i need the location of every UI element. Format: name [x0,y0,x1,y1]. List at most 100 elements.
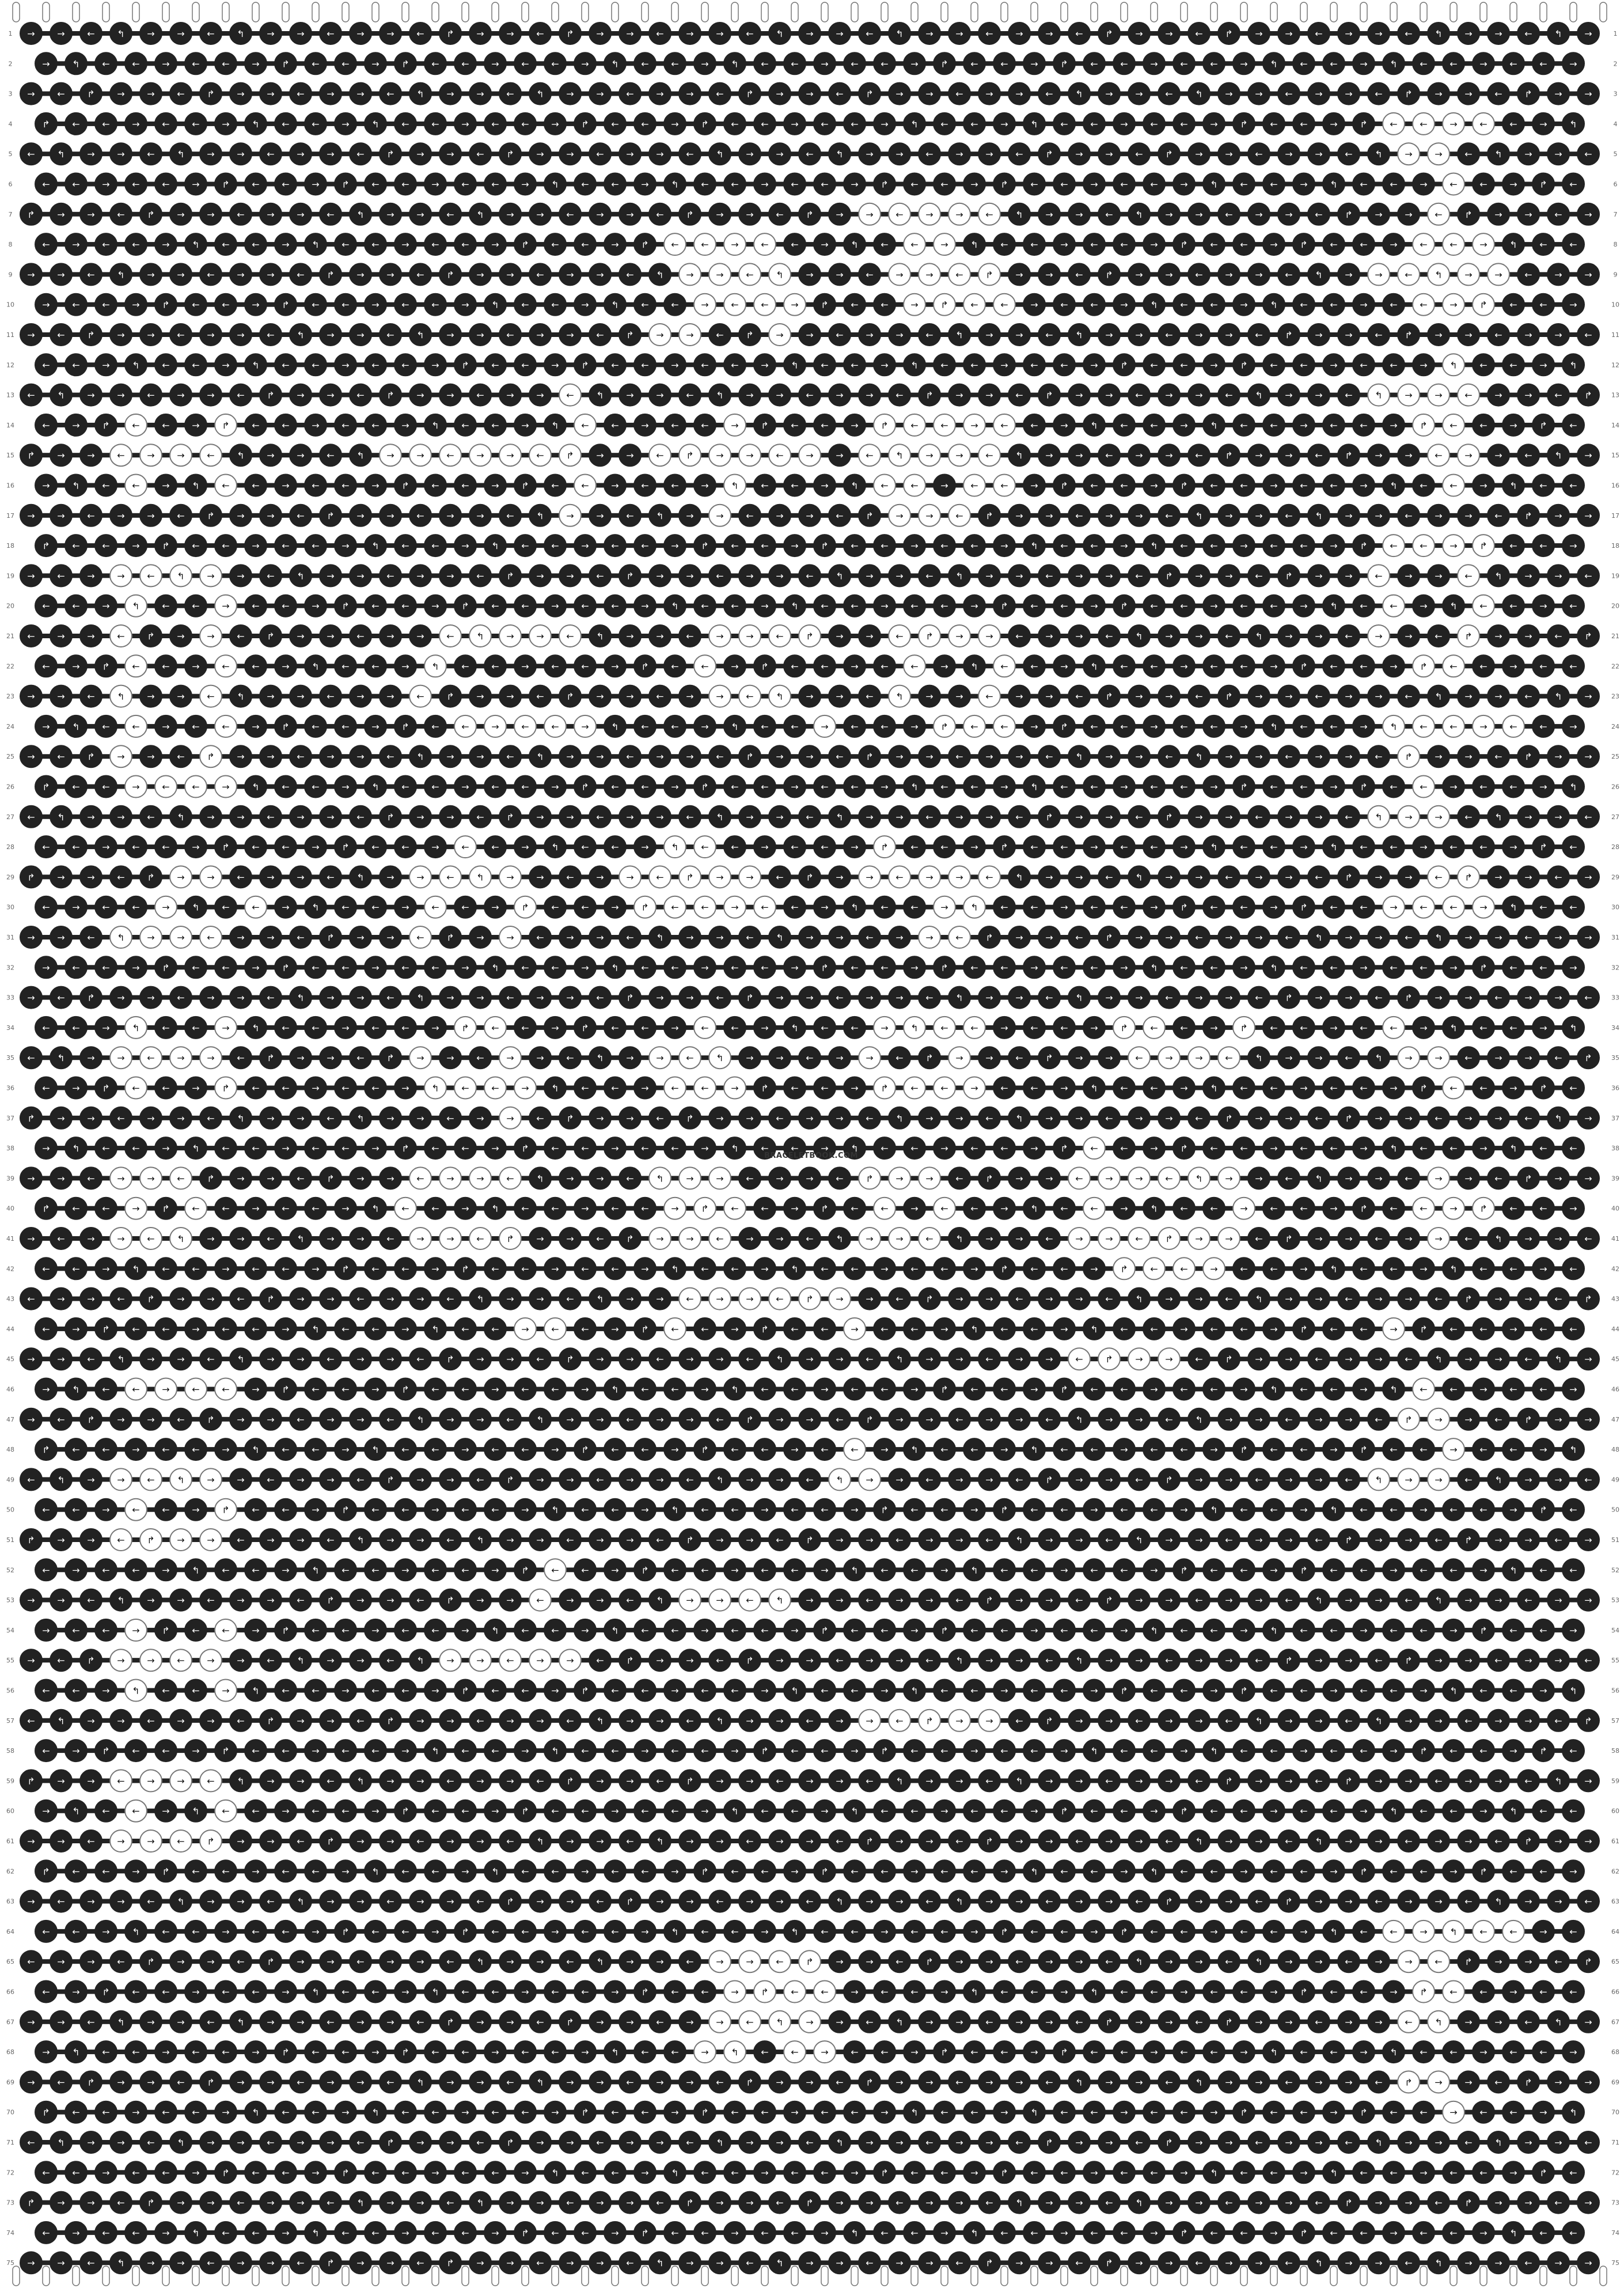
knot: → [169,263,192,286]
knot-arrow: → [446,1233,454,1244]
knot-arrow: ↱ [1105,691,1113,702]
knot-arrow: → [1105,993,1113,1003]
thread-top [431,2,439,22]
knot-arrow: → [970,420,978,431]
knot: → [169,1046,192,1070]
knot: ← [319,865,342,889]
knot: → [124,293,147,316]
knot: ↱ [619,1227,642,1250]
knot: ← [693,594,716,618]
knot: ← [304,534,327,558]
knot-arrow: → [267,28,274,39]
knot-arrow: → [970,179,978,190]
knot-arrow: → [1165,631,1173,642]
knot-arrow: ↱ [985,1173,993,1184]
knot: ↱ [858,503,881,527]
knot-arrow: → [656,812,663,823]
knot-arrow: ↱ [521,1143,529,1154]
knot-arrow: ← [731,179,738,190]
knot-arrow: → [327,1233,334,1244]
knot: ← [1442,1076,1465,1100]
knot: ← [753,1196,776,1220]
knot: ← [1547,624,1570,647]
knot-arrow: ↱ [1360,782,1367,793]
knot-arrow: → [1554,149,1562,160]
knot-arrow: → [297,149,304,160]
knot-arrow: → [806,450,813,461]
knot: ↱ [873,172,896,196]
knot-arrow: → [746,1052,753,1063]
knot-arrow: ← [656,450,663,461]
knot-arrow: → [431,179,439,190]
knot-arrow: → [356,28,364,39]
knot: ← [963,1196,986,1220]
knot: ← [1232,895,1255,919]
knot: ← [1442,1317,1465,1340]
knot: → [1322,1196,1345,1220]
knot-arrow: → [267,1354,274,1365]
knot-arrow: ← [1150,661,1158,672]
knot-arrow: ← [147,1233,154,1244]
knot-arrow: ← [985,872,993,882]
knot-arrow: ← [1330,300,1337,310]
knot-arrow: ↰ [177,812,184,823]
knot-arrow: ← [596,570,604,581]
knot: ↰ [64,714,88,738]
knot: → [723,233,746,256]
knot: → [439,142,462,166]
knot: → [1262,654,1285,678]
knot-arrow: ← [791,420,798,431]
knot: ↱ [1577,383,1600,407]
knot: → [1277,865,1300,889]
knot: ← [559,624,582,647]
knot-arrow: ↰ [1135,209,1143,220]
knot-arrow: ↰ [910,359,918,370]
knot-arrow: → [446,510,454,521]
knot-arrow: → [626,1294,633,1305]
knot-arrow: ← [371,1324,379,1335]
knot-arrow: → [1255,1173,1262,1184]
knot: ← [289,82,312,105]
knot-arrow: ↱ [386,149,394,160]
knot: ← [1367,82,1390,105]
knot-arrow: ← [356,1294,364,1305]
knot-arrow: ← [1105,450,1113,461]
knot-arrow: ↱ [1420,1324,1427,1335]
knot-arrow: → [1315,329,1322,340]
knot-arrow: ← [1210,661,1217,672]
knot: → [708,22,731,45]
knot: ← [1008,142,1031,166]
knot-arrow: ← [132,58,139,69]
knot-arrow: ↱ [506,812,514,823]
knot: ↰ [604,293,627,316]
knot: ← [903,895,926,919]
knot: → [1247,1106,1270,1130]
knot-arrow: → [1195,812,1202,823]
knot-arrow: ↱ [806,631,813,642]
knot: → [259,444,282,467]
knot: → [648,383,671,407]
knot-arrow: ↱ [940,962,948,973]
knot: ↱ [319,263,342,286]
knot: → [79,202,103,226]
knot-arrow: → [297,1052,304,1063]
knot-arrow: → [1255,510,1262,521]
knot: → [918,22,941,45]
knot-arrow: ↱ [746,751,753,762]
knot-arrow: → [1150,721,1158,732]
knot-arrow: → [626,631,633,642]
knot: ↱ [35,775,58,798]
knot-arrow: ↱ [806,872,813,882]
knot: → [1532,353,1555,377]
knot: ↰ [124,1257,147,1281]
knot: ← [124,473,147,497]
knot-arrow: ← [791,842,798,853]
knot: → [768,503,791,527]
knot-arrow: → [1195,329,1202,340]
knot-arrow: ← [791,239,798,250]
knot-arrow: ← [626,751,633,762]
knot-arrow: → [117,1052,124,1063]
knot: ← [1008,624,1031,647]
row-strand [40,1869,1579,1874]
knot: → [813,52,836,75]
